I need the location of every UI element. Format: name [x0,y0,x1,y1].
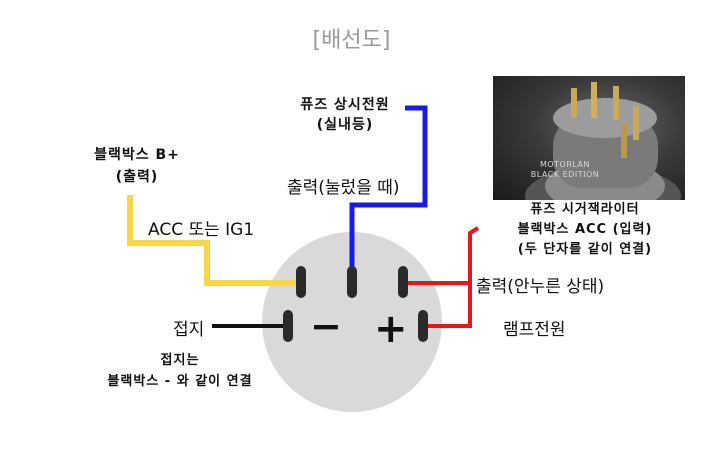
switch-photo-illustration [525,82,681,200]
switch-body [262,232,442,412]
terminal-bottom-right [418,310,428,342]
blackbox-b-label: 블랙박스 B+ (출력) [72,144,202,188]
minus-symbol: − [310,304,342,348]
terminal-top-middle [347,266,357,298]
yellow-wire [127,195,300,286]
lamp-power-label: 램프전원 [503,320,566,340]
fuse-cigar-label: 퓨즈 시거잭라이터 블랙박스 ACC (입력) (두 단자를 같이 연결) [480,200,690,260]
fuse-constant-line1: 퓨즈 상시전원 [300,97,390,113]
acc-ig1-label: ACC 또는 IG1 [148,220,255,240]
blackbox-b-line2: (출력) [115,169,159,185]
fuse-cigar-line2: 블랙박스 ACC (입력) [517,222,653,237]
terminal-bottom-left [283,310,293,342]
plus-symbol: + [374,306,408,352]
fuse-cigar-line1: 퓨즈 시거잭라이터 [530,202,640,217]
photo-caption: MOTORLAN BLACK EDITION [525,160,605,180]
ground-note-line2: 블랙박스 - 와 같이 연결 [107,374,253,389]
terminal-top-left [296,266,306,298]
ground-note-label: 접지는 블랙박스 - 와 같이 연결 [80,350,280,392]
photo-caption-line1: MOTORLAN [539,160,591,169]
terminal-top-right [398,266,408,298]
fuse-constant-label: 퓨즈 상시전원 (실내등) [285,95,405,135]
output-pressed-label: 출력(눌렀을 때) [287,178,400,198]
photo-caption-line2: BLACK EDITION [530,170,600,179]
ground-label: 접지 [173,320,205,340]
red-wire-lamp [425,283,472,328]
blackbox-b-line1: 블랙박스 B+ [94,147,180,163]
page-title: [배선도] [312,28,391,53]
red-wire-input [405,226,480,285]
fuse-constant-line2: (실내등) [316,117,374,133]
blue-wire [349,105,428,268]
output-not-pressed-label: 출력(안누른 상태) [476,277,605,297]
fuse-cigar-line3: (두 단자를 같이 연결) [517,242,653,257]
ground-note-line1: 접지는 [160,353,200,368]
push-button-switch-photo: MOTORLAN BLACK EDITION [493,76,685,200]
